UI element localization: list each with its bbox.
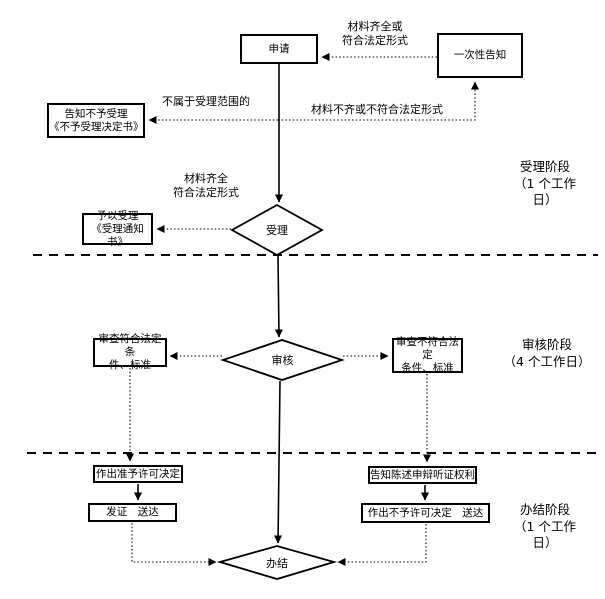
edge-label-materials-complete-or-valid: 材料齐全或 符合法定形式 xyxy=(342,20,408,47)
node-deny-decision: 作出不予许可决定 送达 xyxy=(361,503,490,523)
edge-label-materials-incomplete: 材料不齐或不符合法定形式 xyxy=(311,103,443,116)
node-review-fail: 审查不符合法定 条件、标准 xyxy=(392,336,463,374)
stage-label-conclusion: 办结阶段 （1 个工作 日） xyxy=(514,502,576,550)
node-one-time-notice: 一次性告知 xyxy=(437,33,523,78)
node-grant-decision: 作出准予许可决定 xyxy=(93,465,183,483)
stage-label-acceptance: 受理阶段 （1 个工作 日） xyxy=(514,159,576,207)
node-grant-acceptance: 予以受理 《受理通知书》 xyxy=(82,210,153,248)
node-notify-rights: 告知陈述申辩听证权利 xyxy=(368,466,477,484)
node-notify-rejection: 告知不予受理 《不予受理决定书》 xyxy=(47,103,145,138)
edge-label-not-within-scope: 不属于受理范围的 xyxy=(162,95,250,108)
edge-label-materials-complete-valid: 材料齐全 符合法定形式 xyxy=(173,172,239,199)
stage-label-review: 审核阶段 （4 个工作日） xyxy=(503,337,591,369)
node-apply: 申请 xyxy=(240,34,318,64)
node-issue-and-deliver: 发证 送达 xyxy=(88,503,177,522)
node-review-pass: 审查符合法定条 件、标准 xyxy=(93,333,167,371)
